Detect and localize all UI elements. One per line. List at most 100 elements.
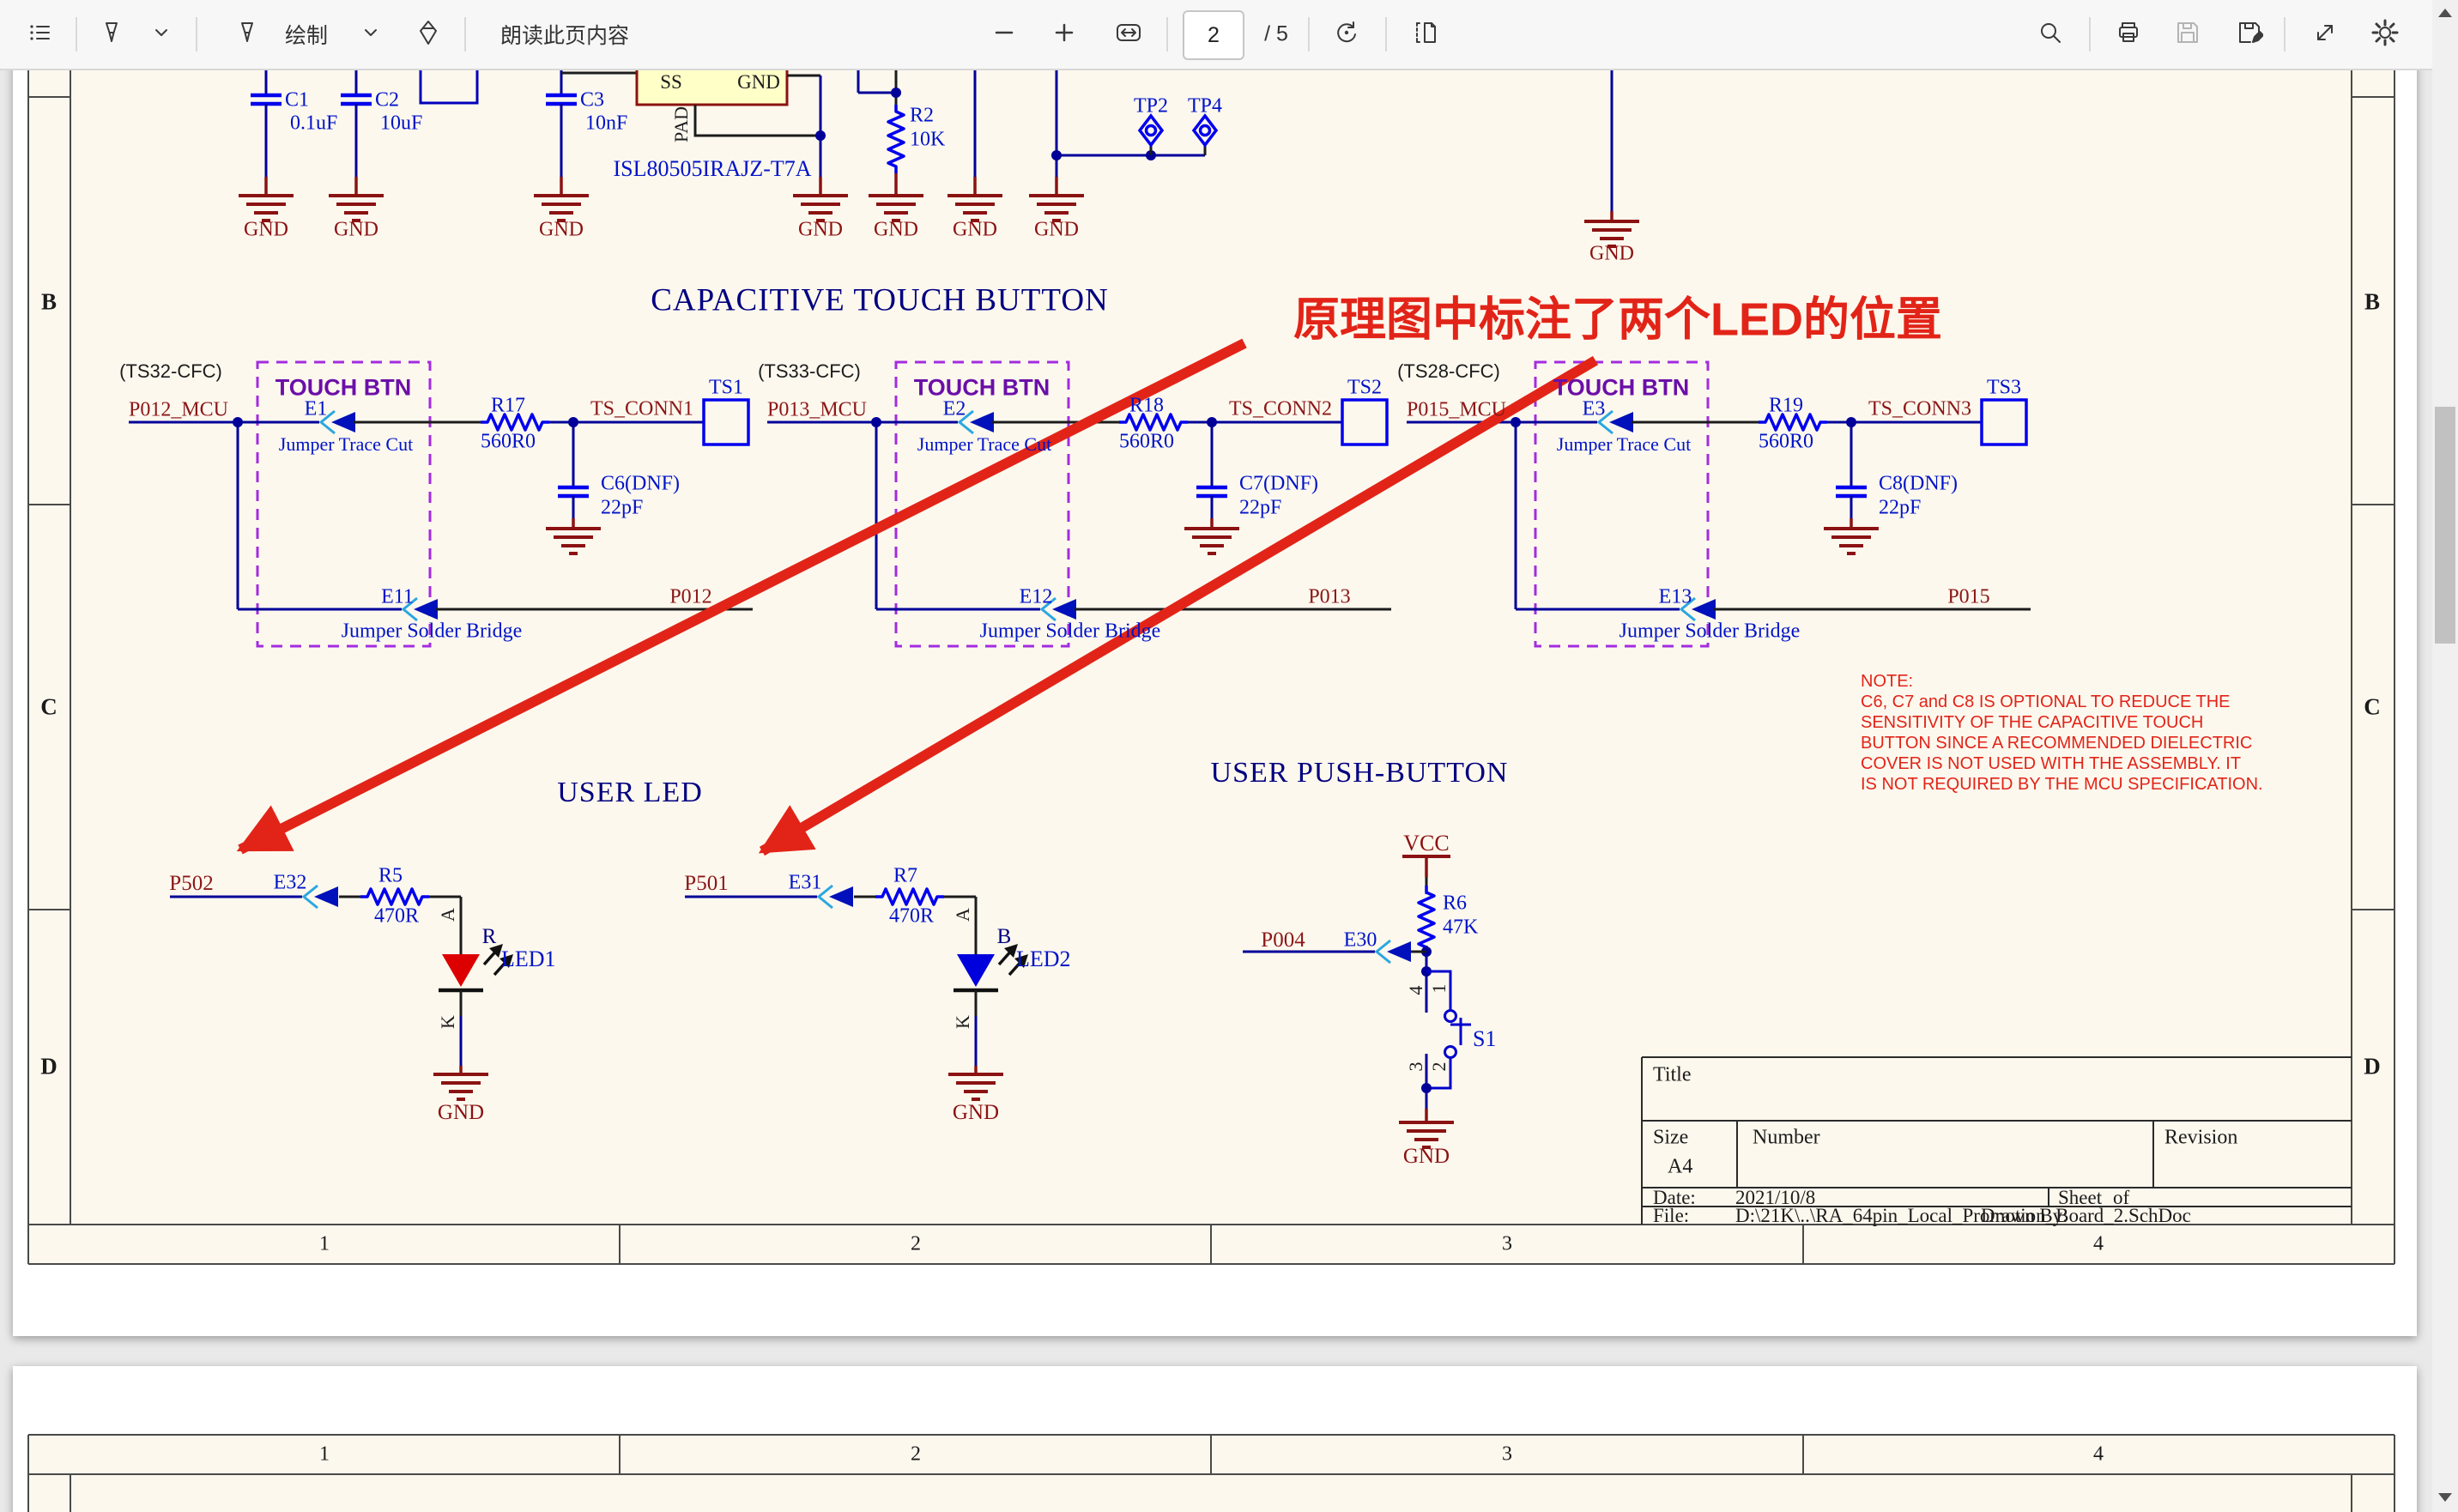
titleblock-sheet-label: Sheet	[2058, 1187, 2103, 1208]
jumper-solder-bridge-label: Jumper Solder Bridge	[1619, 620, 1801, 643]
cfc-label: (TS28-CFC)	[1397, 360, 1500, 382]
annotation-arrows	[236, 338, 1599, 856]
gnd-label: GND	[437, 1101, 485, 1124]
resistor-value: 560R0	[480, 430, 536, 453]
gnd-label: GND	[1589, 242, 1634, 265]
note-line: C6, C7 and C8 IS OPTIONAL TO REDUCE THE	[1861, 692, 2231, 711]
net-label: P012	[669, 585, 712, 608]
led-ref: LED1	[501, 947, 556, 971]
chevron-down-icon	[362, 24, 379, 45]
toolbar-divider	[1308, 17, 1310, 51]
toolbar-divider	[1166, 17, 1168, 51]
zoom-in-button[interactable]	[1042, 12, 1087, 57]
jumper-e-top: E1	[304, 397, 328, 420]
led-color-mark: B	[996, 925, 1012, 948]
fullscreen-button[interactable]	[2303, 12, 2347, 57]
toolbar-divider	[76, 17, 77, 51]
frame-next-col-1: 1	[319, 1442, 330, 1466]
save-button[interactable]	[2165, 12, 2210, 57]
highlighter-pen-button[interactable]	[89, 12, 134, 57]
scrollbar-up-arrow[interactable]	[2438, 9, 2452, 17]
fit-width-icon	[1114, 18, 1143, 51]
jumper-e30: E30	[1343, 928, 1377, 952]
section-title-user-led: USER LED	[557, 777, 703, 808]
switch-pin-4: 4	[1405, 985, 1426, 995]
vcc-label: VCC	[1403, 831, 1450, 856]
minus-icon	[991, 20, 1017, 50]
note-line: BUTTON SINCE A RECOMMENDED DIELECTRIC	[1861, 734, 2253, 753]
titleblock-size-label: Size	[1653, 1126, 1689, 1149]
settings-button[interactable]	[2363, 12, 2407, 57]
net-label: P501	[684, 872, 729, 895]
jumper-trace-cut-label: Jumper Trace Cut	[278, 433, 414, 455]
scrollbar-down-arrow[interactable]	[2438, 1493, 2452, 1502]
eraser-icon	[415, 19, 442, 51]
ts-pad-ref: TS1	[708, 376, 744, 399]
titleblock-date-value: 2021/10/8	[1735, 1187, 1816, 1208]
net-label-ts-conn: TS_CONN1	[590, 397, 694, 420]
jumper-e-top: E3	[1582, 397, 1606, 420]
titleblock-number-label: Number	[1753, 1126, 1820, 1149]
gnd-label: GND	[952, 1101, 1000, 1124]
resistor-ref: R19	[1768, 394, 1804, 417]
toc-icon	[26, 19, 53, 51]
gnd-label: GND	[244, 218, 288, 241]
cap-dnf-value: 22pF	[1239, 496, 1282, 519]
vertical-scrollbar[interactable]	[2432, 0, 2458, 1512]
switch-s1-ref: S1	[1473, 1026, 1497, 1051]
table-of-contents-button[interactable]	[17, 12, 62, 57]
page-view-button[interactable]	[1402, 12, 1447, 57]
cap-c3-ref: C3	[580, 88, 605, 112]
jumper-e-bottom: E11	[381, 585, 414, 608]
pdf-page-2	[13, 0, 2417, 1336]
toolbar-divider	[196, 17, 197, 51]
frame-col-3: 3	[1502, 1232, 1512, 1255]
resistor-ref: R17	[490, 394, 526, 417]
save-as-button[interactable]	[2227, 12, 2272, 57]
resistor-ref: R5	[378, 864, 403, 887]
led-ref: LED2	[1016, 947, 1071, 971]
led-color-mark: R	[481, 925, 497, 948]
regulator-part-number: ISL80505IRAJZ-T7A	[613, 156, 812, 181]
jumper-solder-bridge-label: Jumper Solder Bridge	[341, 620, 523, 643]
led-anode-mark: A	[437, 908, 458, 922]
draw-options-chevron[interactable]	[354, 12, 388, 57]
led-cathode-mark: K	[437, 1015, 458, 1029]
regulator-pin-ss: SS	[660, 71, 682, 93]
page-view-icon	[1410, 18, 1439, 51]
fit-to-width-button[interactable]	[1106, 12, 1151, 57]
sheet-frame	[27, 34, 2395, 1265]
note-line: IS NOT REQUIRED BY THE MCU SPECIFICATION…	[1861, 775, 2263, 794]
search-button[interactable]	[2028, 12, 2073, 57]
pen-options-chevron[interactable]	[144, 12, 179, 57]
toolbar-divider	[464, 17, 466, 51]
page-number-input[interactable]	[1183, 10, 1244, 60]
read-aloud-button[interactable]: 朗读此页内容	[499, 24, 630, 48]
zoom-out-button[interactable]	[982, 12, 1026, 57]
section-title-user-pushbutton: USER PUSH-BUTTON	[1210, 757, 1509, 789]
gear-icon	[2370, 18, 2400, 51]
draw-button[interactable]	[225, 12, 269, 57]
cap-c1-value: 0.1uF	[290, 112, 338, 135]
note-line: NOTE:	[1861, 672, 1914, 691]
print-button[interactable]	[2106, 12, 2151, 57]
titleblock-drawnby-label: Drawn By:	[1981, 1205, 2068, 1226]
frame-next-col-2: 2	[911, 1442, 921, 1466]
gnd-label: GND	[334, 218, 378, 241]
net-label: P502	[169, 872, 214, 895]
resistor-value: 560R0	[1758, 430, 1814, 453]
draw-button-label[interactable]: 绘制	[284, 24, 329, 48]
cap-dnf-ref: C7(DNF)	[1239, 472, 1319, 495]
cap-c3-value: 10nF	[585, 112, 628, 135]
regulator-pin-pad: PAD	[670, 106, 692, 142]
titleblock-of-label: of	[2113, 1187, 2130, 1208]
scrollbar-thumb[interactable]	[2435, 407, 2455, 644]
frame-row-d-right: D	[2364, 1053, 2381, 1080]
testpoint-tp2-label: TP2	[1133, 94, 1169, 118]
toolbar-divider	[2284, 17, 2285, 51]
eraser-button[interactable]	[406, 12, 451, 57]
rotate-button[interactable]	[1324, 12, 1369, 57]
cap-c1-ref: C1	[285, 88, 310, 112]
save-edit-icon	[2236, 19, 2264, 51]
